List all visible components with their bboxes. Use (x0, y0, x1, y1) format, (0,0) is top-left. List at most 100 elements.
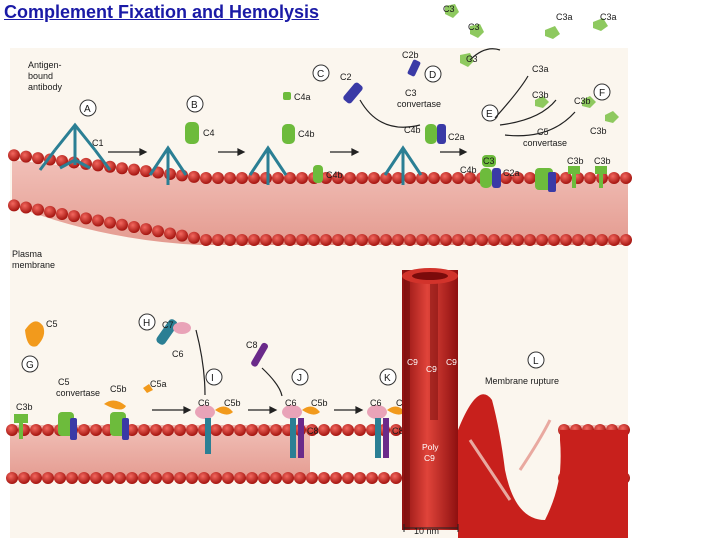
c5a-fragment (143, 384, 153, 393)
c2b-fragment (407, 59, 421, 77)
c3-convertase-label-2-top: convertase (397, 99, 441, 109)
phospholipid-head (92, 214, 104, 227)
page-title: Complement Fixation and Hemolysis (4, 2, 320, 22)
svg-text:J: J (297, 373, 302, 384)
c6-label-h: C6 (172, 349, 184, 359)
c2a-bound-e (492, 168, 501, 188)
phospholipid-head (536, 234, 548, 246)
step-d-marker: D (424, 65, 442, 83)
phospholipid-head (138, 472, 150, 484)
svg-text:D: D (429, 70, 436, 81)
phospholipid-head (200, 172, 212, 184)
phospholipid-head (318, 472, 330, 484)
c4a-label: C4a (294, 92, 311, 102)
phospholipid-head (354, 472, 366, 484)
phospholipid-head (6, 424, 18, 436)
cleavage-arrows (469, 48, 576, 137)
phospholipid-head (392, 172, 404, 184)
phospholipid-head (260, 172, 272, 184)
antigen-bound-antibody-label-3: antibody (28, 82, 63, 92)
phospholipid-head (32, 203, 44, 216)
phospholipid-head (212, 172, 224, 184)
c5b-on-convertase (104, 400, 126, 410)
c3b-label-top-2: C3b (574, 96, 591, 106)
phospholipid-head (80, 212, 92, 225)
phospholipid-head (548, 234, 560, 246)
phospholipid-head (620, 172, 632, 184)
phospholipid-head (272, 172, 284, 184)
phospholipid-head (126, 472, 138, 484)
c3a-label-top-1: C3a (556, 12, 573, 22)
phospholipid-head (584, 172, 596, 184)
svg-text:H: H (143, 318, 150, 329)
phospholipid-head (428, 172, 440, 184)
phospholipid-head (476, 234, 488, 246)
poly-c9-pore (402, 268, 458, 530)
phospholipid-head (368, 172, 380, 184)
c5-label-free: C5 (46, 319, 58, 329)
phospholipid-head (344, 172, 356, 184)
c4b-protein-d (425, 124, 437, 144)
c3-fragments-top (445, 4, 619, 123)
c8-protein (251, 342, 268, 367)
phospholipid-head (174, 472, 186, 484)
phospholipid-head (330, 472, 342, 484)
svg-text:G: G (26, 360, 34, 371)
c4b-bound-e (480, 168, 492, 188)
c5b-c8-complex-k (367, 405, 405, 458)
phospholipid-head (152, 225, 164, 238)
phospholipid-head (42, 424, 54, 436)
phospholipid-head (236, 172, 248, 184)
c3a-label-top-2: C3a (600, 12, 617, 22)
bottom-arrows (152, 329, 364, 414)
phospholipid-head (608, 234, 620, 246)
poly-c9-label-2: C9 (424, 453, 435, 463)
step-h-marker: H (138, 313, 156, 331)
phospholipid-head (390, 424, 402, 436)
phospholipid-head (332, 234, 344, 246)
phospholipid-head (342, 424, 354, 436)
step-g-marker: G (21, 355, 39, 373)
phospholipid-head (150, 424, 162, 436)
c5b-label-1: C5b (110, 384, 127, 394)
phospholipid-head (344, 234, 356, 246)
phospholipid-head (56, 208, 68, 220)
phospholipid-head (390, 472, 402, 484)
phospholipid-head (270, 424, 282, 436)
phospholipid-head (500, 234, 512, 246)
phospholipid-head (222, 424, 234, 436)
phospholipid-head (284, 234, 296, 246)
phospholipid-head (282, 472, 294, 484)
phospholipid-head (270, 472, 282, 484)
phospholipid-head (224, 234, 236, 246)
phospholipid-head (186, 424, 198, 436)
phospholipid-head (378, 472, 390, 484)
c9-label-pore-1: C9 (407, 357, 418, 367)
c5-convertase-bottom-2-blue (122, 418, 129, 440)
phospholipid-head (428, 234, 440, 246)
phospholipid-head (68, 210, 80, 223)
c4b-protein-c (282, 124, 295, 144)
phospholipid-head (440, 172, 452, 184)
svg-text:A: A (84, 104, 91, 115)
poly-c9-label-1: Poly (422, 442, 439, 452)
c7-label-h: C7 (162, 320, 174, 330)
phospholipid-head (306, 472, 318, 484)
phospholipid-head (54, 472, 66, 484)
step-j-marker: J (291, 368, 309, 386)
phospholipid-head (440, 234, 452, 246)
phospholipid-head (512, 172, 524, 184)
phospholipid-head (90, 472, 102, 484)
antibody-c1-complex-c (248, 145, 288, 185)
phospholipid-head (128, 220, 140, 233)
step-e-marker: E (481, 104, 499, 122)
c5b-c6-c7-complex-i (195, 405, 233, 454)
step-l-marker: L (527, 351, 545, 369)
phospholipid-head (234, 472, 246, 484)
phospholipid-head (32, 152, 44, 165)
c3b-bound-bottom (14, 414, 28, 439)
c4b-label-e: C4b (460, 165, 477, 175)
phospholipid-head (560, 172, 572, 184)
phospholipid-head (500, 172, 512, 184)
phospholipid-head (294, 472, 306, 484)
